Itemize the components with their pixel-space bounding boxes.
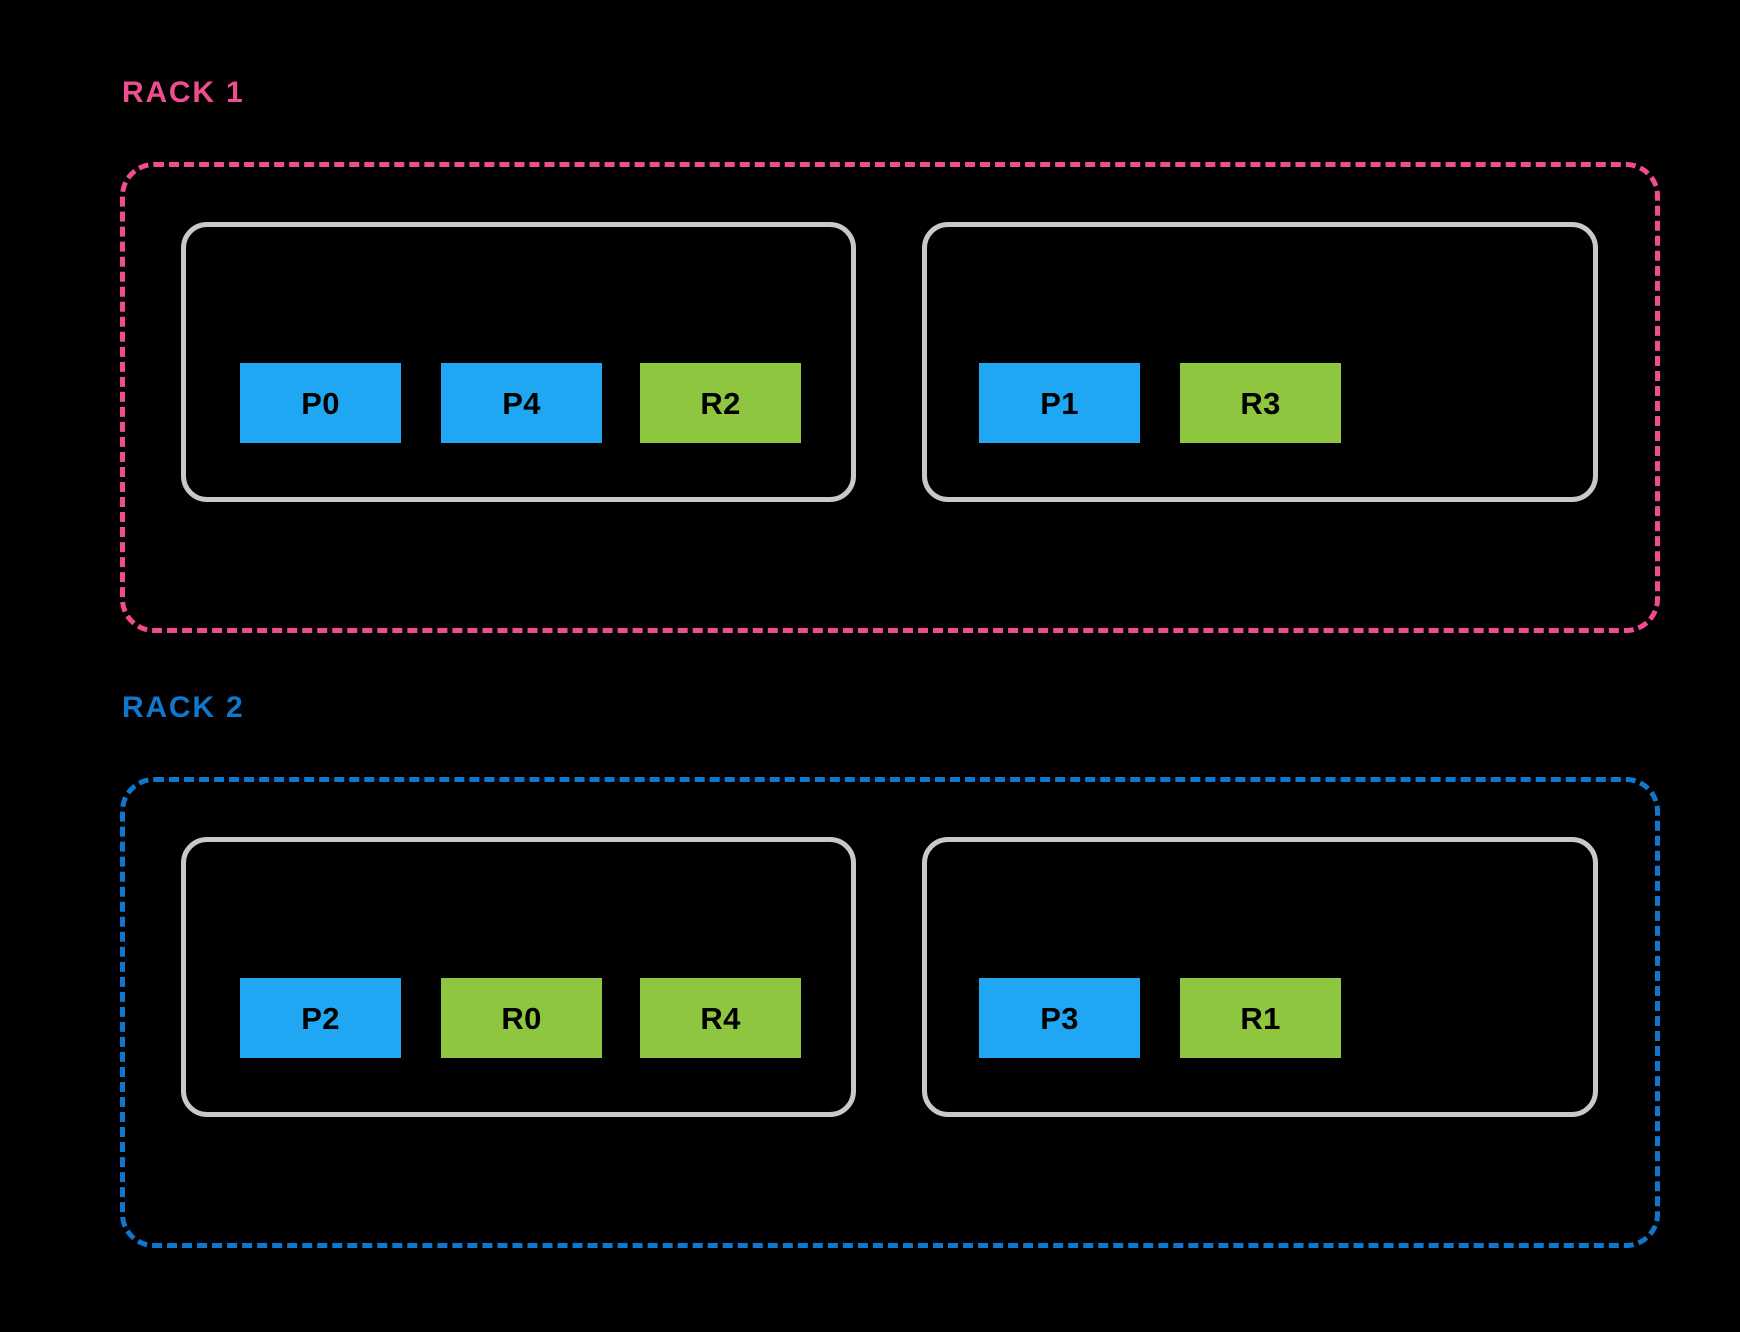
partition-primary-p4: P4 bbox=[441, 363, 602, 443]
node-container-1-2 bbox=[922, 222, 1598, 502]
partition-replica-r4: R4 bbox=[640, 978, 801, 1058]
partition-replica-r1: R1 bbox=[1180, 978, 1341, 1058]
partition-replica-r0: R0 bbox=[441, 978, 602, 1058]
node-container-2-2 bbox=[922, 837, 1598, 1117]
partition-replica-r3: R3 bbox=[1180, 363, 1341, 443]
rack-label-2: RACK 2 bbox=[122, 691, 245, 724]
node-container-2-1 bbox=[181, 837, 856, 1117]
partition-replica-r2: R2 bbox=[640, 363, 801, 443]
partition-primary-p2: P2 bbox=[240, 978, 401, 1058]
rack-boundary-1 bbox=[120, 162, 1660, 633]
partition-primary-p1: P1 bbox=[979, 363, 1140, 443]
node-container-1-1 bbox=[181, 222, 856, 502]
partition-primary-p3: P3 bbox=[979, 978, 1140, 1058]
rack-label-1: RACK 1 bbox=[122, 76, 245, 109]
rack-boundary-2 bbox=[120, 777, 1660, 1248]
partition-primary-p0: P0 bbox=[240, 363, 401, 443]
